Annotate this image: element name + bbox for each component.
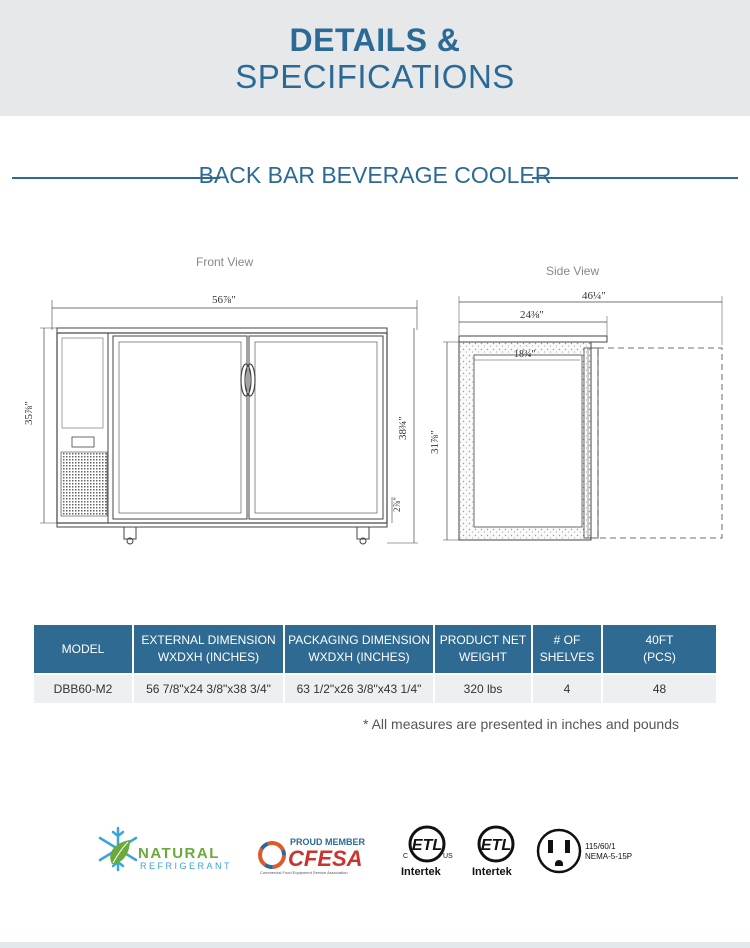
natural-text: NATURAL [138, 845, 220, 862]
side-inner-depth-dim: 18¾″ [514, 349, 536, 360]
etl-sanitation-logo: ETL Intertek [468, 822, 528, 880]
side-view-label: Side View [546, 264, 600, 278]
front-view-label: Front View [196, 255, 254, 269]
front-height-dim: 35⅞″ [23, 401, 35, 425]
technical-drawing: 56⅞″ 35⅞″ 38¾″ 2⅞″ 46¼″ 24⅜″ 18¾″ 31⅞″ [23, 290, 723, 545]
front-view [40, 300, 418, 545]
plug-nema: NEMA-5-15P [585, 852, 633, 861]
intertek-text-1: Intertek [401, 866, 441, 878]
side-total-depth-dim: 46¼″ [582, 290, 606, 302]
intertek-text-2: Intertek [472, 866, 512, 878]
plug-rating: 115/60/1 [585, 842, 616, 851]
cfesa-sub-text: Commercial Food Equipment Service Associ… [260, 870, 348, 875]
th-model: MODEL [34, 625, 132, 673]
page-header: DETAILS & SPECIFICATIONS [0, 0, 750, 116]
cfesa-proud-member: PROUD MEMBER [290, 837, 366, 847]
header-title-line1: DETAILS & [289, 22, 461, 58]
front-door-height-dim: 38¾″ [397, 416, 409, 440]
section-rule-right [532, 177, 738, 179]
svg-text:ETL: ETL [412, 837, 442, 854]
svg-text:US: US [443, 853, 453, 860]
cell-40ft: 48 [603, 675, 716, 703]
section-title: BACK BAR BEVERAGE COOLER [0, 160, 750, 190]
natural-refrigerant-logo: NATURAL REFRIGERANT [92, 824, 242, 874]
nema-plug-logo: 115/60/1 NEMA-5-15P [536, 828, 656, 878]
cfesa-logo: PROUD MEMBER CFESA Commercial Food Equip… [258, 836, 382, 876]
cfesa-main-text: CFESA [288, 846, 363, 871]
header-title-line2: SPECIFICATIONS [235, 58, 515, 95]
cell-shelves: 4 [533, 675, 601, 703]
cfesa-globe-icon [258, 841, 286, 869]
front-width-dim: 56⅞″ [212, 294, 236, 306]
bottom-bar [0, 942, 750, 948]
front-base-height-dim: 2⅞″ [392, 497, 402, 512]
etl-listed-icon: ETL C US [403, 825, 453, 863]
measures-note: * All measures are presented in inches a… [363, 716, 679, 732]
section-rule-left [12, 177, 220, 179]
svg-text:ETL: ETL [481, 837, 511, 854]
th-40ft: 40FT(PCS) [603, 625, 716, 673]
side-height-dim: 31⅞″ [429, 430, 441, 454]
side-depth-dim: 24⅜″ [520, 309, 544, 321]
cell-model: DBB60-M2 [34, 675, 132, 703]
refrigerant-text: REFRIGERANT [140, 861, 233, 871]
etl-sanitation-icon: ETL [477, 825, 515, 863]
etl-c-us-logo: ETL C US Intertek [397, 822, 457, 880]
cell-external-dimension: 56 7/8"x24 3/8"x38 3/4" [134, 675, 283, 703]
cell-packaging-dimension: 63 1/2"x26 3/8"x43 1/4" [285, 675, 433, 703]
cell-net-weight: 320 lbs [435, 675, 531, 703]
side-view [443, 296, 723, 541]
plug-icon [536, 828, 582, 874]
snowflake-leaf-icon [98, 826, 138, 872]
table-row: DBB60-M2 56 7/8"x24 3/8"x38 3/4" 63 1/2"… [34, 675, 716, 703]
section-title-text: BACK BAR BEVERAGE COOLER [198, 162, 552, 188]
svg-text:C: C [403, 853, 408, 860]
